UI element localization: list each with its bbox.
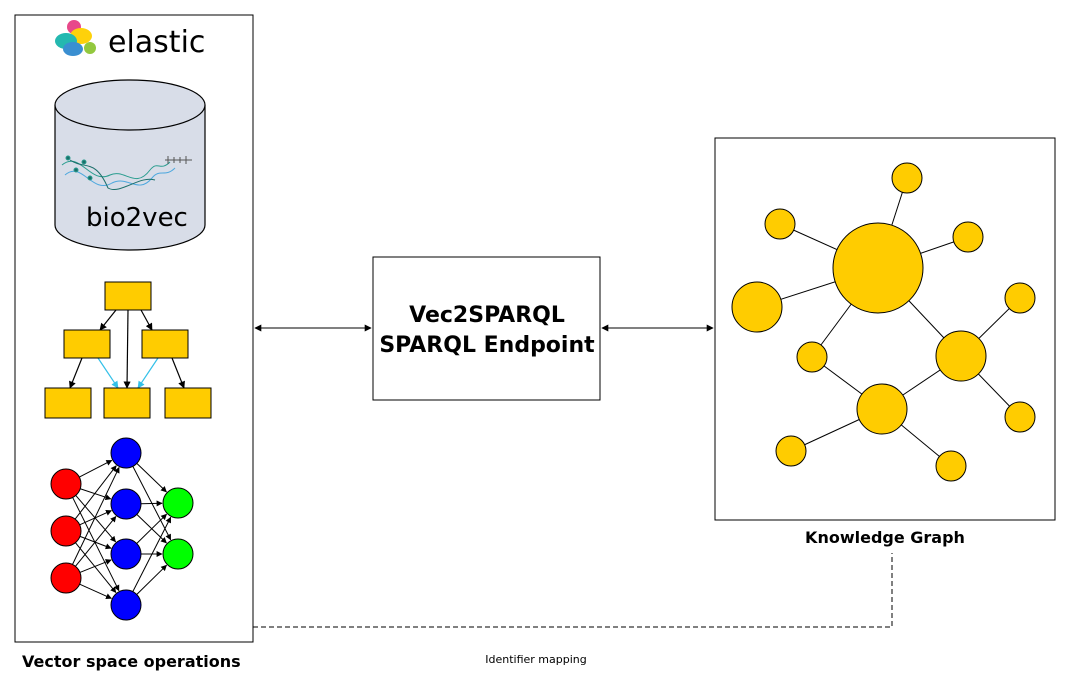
knowledge-graph	[731, 162, 1036, 482]
nn-edge	[132, 516, 172, 592]
nn-edge	[72, 466, 120, 565]
tree-root-node	[104, 281, 152, 311]
vector-space-caption: Vector space operations	[22, 652, 241, 671]
tree-edge	[123, 309, 131, 389]
tree-nodes	[44, 281, 212, 419]
identifier-mapping-line	[253, 553, 893, 628]
nn-edge	[136, 513, 168, 544]
tree-edge	[140, 309, 153, 331]
nn-edge	[75, 542, 117, 594]
ontology-tree	[44, 281, 212, 419]
nn-edge	[79, 459, 113, 478]
kg-node	[935, 330, 987, 382]
nn-nodes	[50, 437, 194, 621]
nn-edges	[72, 459, 172, 599]
tree-edge	[97, 357, 119, 389]
kg-node	[1004, 401, 1036, 433]
nn-edge	[79, 510, 112, 526]
tree-node	[164, 387, 212, 419]
endpoint-title-line2: SPARQL Endpoint	[379, 333, 595, 358]
bio2vec-text: bio2vec	[86, 203, 188, 233]
tree-node	[44, 387, 92, 419]
kg-node	[891, 162, 923, 194]
kg-node	[764, 208, 796, 240]
nn-edge	[79, 583, 112, 599]
knowledge-graph-caption: Knowledge Graph	[805, 528, 965, 547]
nn-edge	[136, 564, 168, 595]
kg-node	[952, 221, 984, 253]
nn-edge	[79, 559, 112, 573]
kg-node	[1004, 282, 1036, 314]
elastic-logo: elastic	[55, 20, 205, 60]
vec2sparql-endpoint-box	[372, 256, 601, 401]
nn-edge	[74, 465, 117, 520]
neural-network	[50, 437, 194, 621]
kg-node	[935, 450, 967, 482]
identifier-mapping-label: Identifier mapping	[485, 653, 586, 666]
kg-node	[796, 341, 828, 373]
nn-edge	[80, 488, 112, 501]
kg-node	[775, 435, 807, 467]
bio2vec-wave-graphic	[61, 155, 192, 190]
tree-edge	[137, 357, 159, 389]
knowledge-graph-panel	[714, 137, 1056, 521]
kg-hub-node	[832, 222, 924, 314]
tree-edge	[171, 357, 185, 389]
tree-node	[141, 329, 189, 359]
tree-node	[103, 387, 151, 419]
kg-nodes	[731, 162, 1036, 482]
elastic-logo-green-blob	[84, 42, 96, 54]
nn-output-node	[162, 487, 194, 519]
nn-edge	[75, 515, 117, 567]
kg-node	[856, 383, 908, 435]
nn-edge	[136, 463, 167, 493]
elastic-logo-text: elastic	[108, 25, 205, 60]
bio2vec-database: bio2vec	[54, 79, 206, 251]
tree-edge	[69, 357, 83, 389]
tree-node	[63, 329, 111, 359]
nn-output-node	[162, 538, 194, 570]
nn-hidden-node	[110, 488, 142, 520]
nn-hidden-node	[110, 437, 142, 469]
tree-edge	[99, 309, 117, 331]
database-top	[54, 79, 206, 131]
tree-edges	[69, 309, 185, 389]
nn-input-node	[50, 468, 82, 500]
nn-hidden-node	[110, 538, 142, 570]
nn-hidden-node	[110, 589, 142, 621]
nn-input-node	[50, 515, 82, 547]
endpoint-title-line1: Vec2SPARQL	[409, 303, 565, 328]
kg-node	[731, 281, 783, 333]
nn-edge	[75, 495, 116, 543]
nn-input-node	[50, 562, 82, 594]
elastic-logo-blue-blob	[63, 42, 83, 56]
